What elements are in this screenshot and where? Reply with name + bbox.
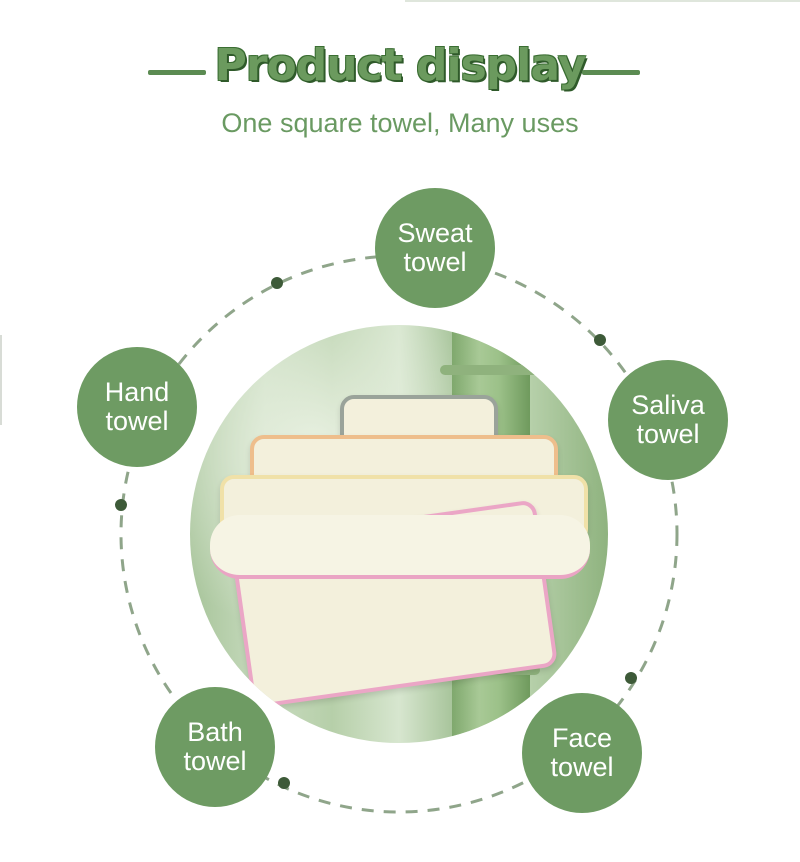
page-title: Product display xyxy=(214,40,587,91)
use-line1: Hand xyxy=(104,377,170,407)
page-subtitle: One square towel, Many uses xyxy=(221,108,579,138)
use-line2: towel xyxy=(105,406,169,436)
left-edge-marker xyxy=(0,335,2,425)
use-line2: towel xyxy=(550,752,614,782)
header: Product display xyxy=(0,40,800,100)
use-line1: Bath xyxy=(187,717,243,747)
ring-dot xyxy=(271,277,283,289)
ring-dot xyxy=(594,334,606,346)
title-dash-left xyxy=(148,70,206,75)
ring-dot xyxy=(115,499,127,511)
bamboo-node xyxy=(440,365,540,375)
use-line1: Saliva xyxy=(631,390,705,420)
ring-dot xyxy=(625,672,637,684)
title-dash-right xyxy=(582,70,640,75)
use-line2: towel xyxy=(183,746,247,776)
use-line1: Sweat xyxy=(397,218,473,248)
use-line1: Face xyxy=(551,723,613,753)
towel-photo xyxy=(190,325,608,743)
use-line2: towel xyxy=(403,247,467,277)
ring-dot xyxy=(278,777,290,789)
top-divider xyxy=(405,0,800,2)
towel-fold xyxy=(210,515,590,579)
use-line2: towel xyxy=(636,419,700,449)
